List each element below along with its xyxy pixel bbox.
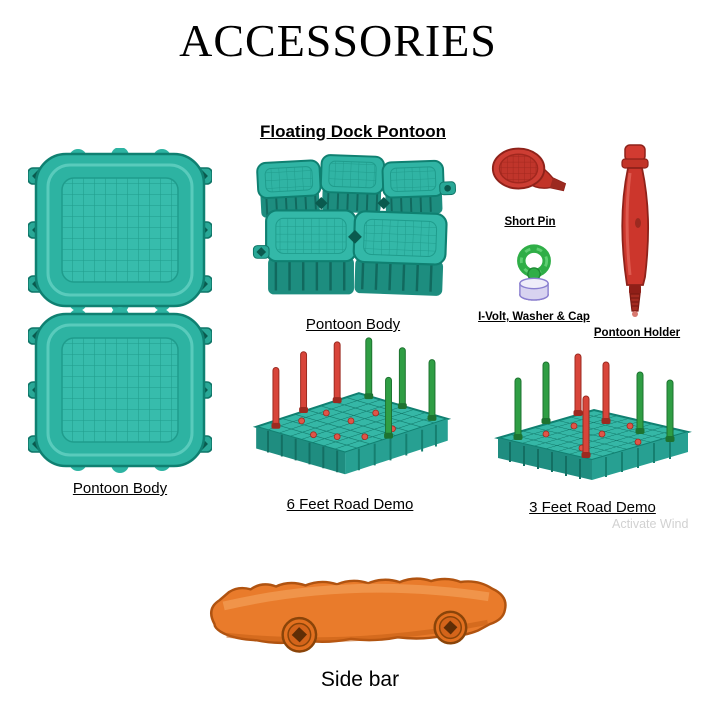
i-volt-washer-cap-photo xyxy=(505,243,563,307)
road-demo-3ft-label: 3 Feet Road Demo xyxy=(529,499,656,516)
pontoon-body-left-label: Pontoon Body xyxy=(72,480,168,497)
short-pin-photo xyxy=(490,144,570,214)
pontoon-holder-photo xyxy=(608,143,662,323)
watermark-text: Activate Wind xyxy=(612,517,689,531)
floating-dock-pontoon-heading: Floating Dock Pontoon xyxy=(259,122,447,141)
floating-dock-pontoon-photo xyxy=(240,148,466,312)
i-volt-washer-cap-label: I-Volt, Washer & Cap xyxy=(478,311,590,323)
road-demo-6ft-label: 6 Feet Road Demo xyxy=(286,496,414,513)
road-demo-6ft-photo xyxy=(242,330,458,492)
page-title: ACCESSORIES xyxy=(179,15,497,66)
pontoon-holder-label: Pontoon Holder xyxy=(593,327,681,339)
pontoon-body-left-photo xyxy=(28,148,212,474)
short-pin-label: Short Pin xyxy=(504,216,556,228)
pontoon-body-center-label: Pontoon Body xyxy=(305,316,401,333)
side-bar-photo xyxy=(196,558,526,668)
side-bar-label: Side bar xyxy=(320,668,400,691)
road-demo-3ft-photo xyxy=(490,348,695,500)
